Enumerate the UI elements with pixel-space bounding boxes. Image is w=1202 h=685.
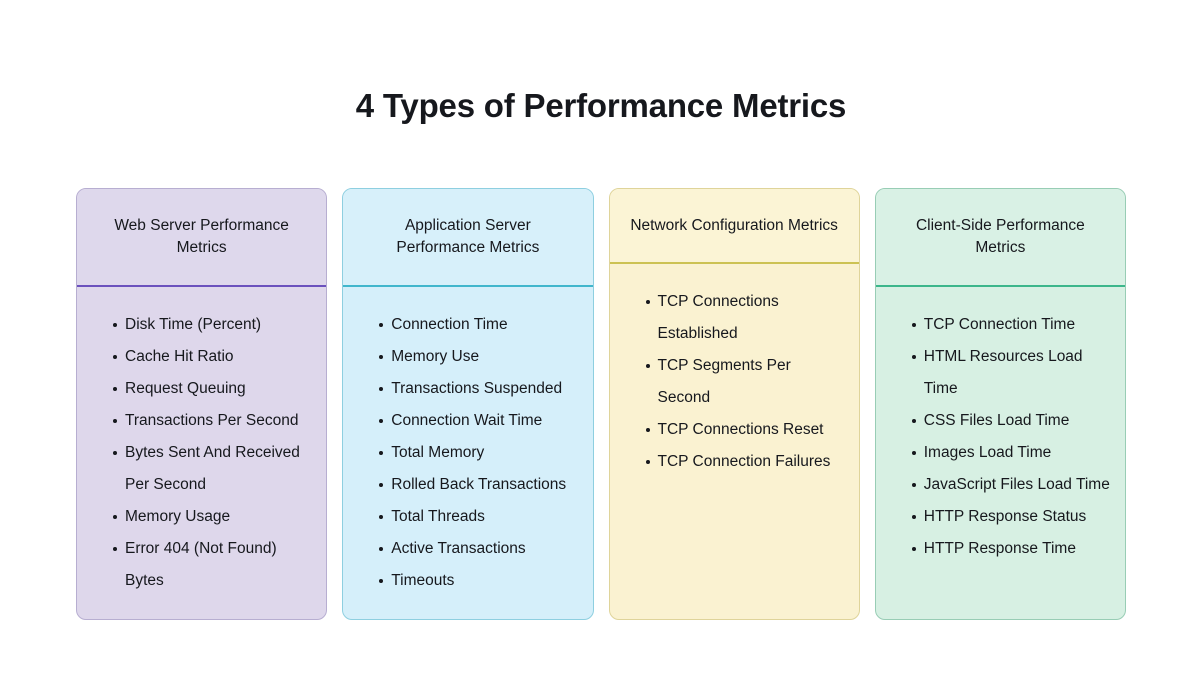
list-item: Transactions Suspended: [379, 373, 578, 405]
card-header-title: Web Server Performance Metrics: [77, 189, 327, 285]
metric-list: Connection Time Memory Use Transactions …: [357, 309, 578, 597]
card-divider: [875, 284, 1125, 287]
list-item: Error 404 (Not Found) Bytes: [113, 533, 312, 597]
card-header-title: Application Server Performance Metrics: [343, 189, 593, 285]
list-item: Transactions Per Second: [113, 405, 312, 437]
page-title: 4 Types of Performance Metrics: [355, 87, 847, 124]
list-item: TCP Connection Failures: [645, 446, 845, 478]
list-item: Timeouts: [379, 565, 578, 597]
list-item: TCP Segments Per Second: [645, 350, 845, 414]
list-item: Active Transactions: [379, 533, 578, 565]
list-item: TCP Connection Time: [911, 309, 1111, 341]
card-body: Connection Time Memory Use Transactions …: [343, 287, 592, 619]
list-item: TCP Connections Reset: [645, 414, 845, 446]
list-item: Memory Usage: [113, 501, 312, 533]
metric-card-network-configuration: Network Configuration Metrics TCP Connec…: [608, 188, 860, 620]
list-item: HTTP Response Time: [911, 533, 1111, 565]
list-item: Disk Time (Percent): [113, 309, 312, 341]
list-item: Rolled Back Transactions: [379, 469, 578, 501]
list-item: TCP Connections Established: [645, 286, 845, 350]
list-item: Total Memory: [379, 437, 578, 469]
card-divider: [343, 284, 593, 287]
list-item: HTTP Response Status: [911, 501, 1111, 533]
list-item: Request Queuing: [113, 373, 312, 405]
list-item: Connection Time: [379, 309, 578, 341]
list-item: Images Load Time: [911, 437, 1111, 469]
metric-card-application-server: Application Server Performance Metrics C…: [342, 188, 594, 620]
list-item: JavaScript Files Load Time: [911, 469, 1111, 501]
list-item: Cache Hit Ratio: [113, 341, 312, 373]
list-item: Total Threads: [379, 501, 578, 533]
list-item: Bytes Sent And Received Per Second: [113, 437, 312, 501]
list-item: HTML Resources Load Time: [911, 341, 1111, 405]
card-body: TCP Connections Established TCP Segments…: [610, 264, 859, 618]
card-header-title: Network Configuration Metrics: [609, 189, 859, 263]
card-header-title: Client-Side Performance Metrics: [875, 189, 1125, 285]
list-item: Memory Use: [379, 341, 578, 373]
metric-card-grid: Web Server Performance Metrics Disk Time…: [76, 188, 1126, 620]
card-divider: [77, 284, 327, 287]
metric-card-web-server: Web Server Performance Metrics Disk Time…: [76, 188, 328, 620]
list-item: Connection Wait Time: [379, 405, 578, 437]
metric-list: TCP Connection Time HTML Resources Load …: [890, 309, 1111, 565]
metric-list: Disk Time (Percent) Cache Hit Ratio Requ…: [91, 309, 312, 597]
card-body: TCP Connection Time HTML Resources Load …: [876, 287, 1125, 619]
metric-list: TCP Connections Established TCP Segments…: [624, 286, 845, 478]
list-item: CSS Files Load Time: [911, 405, 1111, 437]
card-body: Disk Time (Percent) Cache Hit Ratio Requ…: [77, 287, 326, 619]
metric-card-client-side: Client-Side Performance Metrics TCP Conn…: [874, 188, 1126, 620]
card-divider: [609, 262, 859, 265]
